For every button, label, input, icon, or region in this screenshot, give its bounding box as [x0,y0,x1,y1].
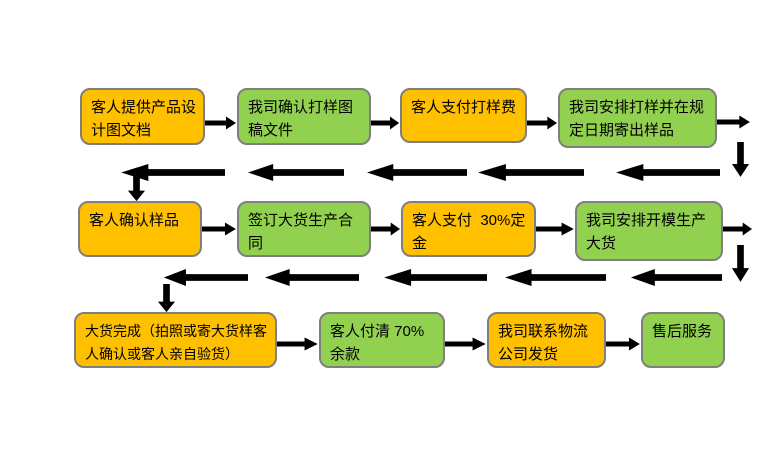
arrow-right-icon [371,222,401,236]
arrow-right-icon [527,116,558,130]
flow-step-pay-sample-fee: 客人支付打样费 [400,88,527,143]
arrow-down-icon [157,284,176,313]
flow-step-customer-design: 客人提供产品设计图文档 [80,88,205,145]
arrow-right-icon [606,337,640,351]
arrow-left-icon [505,268,606,287]
arrow-down-icon [731,142,750,177]
arrow-down-icon [127,173,146,202]
flow-step-goods-done-inspection: 大货完成（拍照或寄大货样客人确认或客人亲自验货） [74,312,277,368]
arrow-left-icon [616,163,720,182]
flow-step-confirm-sample-draft: 我司确认打样图稿文件 [237,88,371,145]
arrow-right-icon [202,222,236,236]
arrow-right-icon [723,222,753,236]
flow-step-make-and-ship-sample: 我司安排打样并在规定日期寄出样品 [558,88,717,148]
arrow-right-icon [445,337,486,351]
arrow-left-icon [247,163,344,182]
flow-step-logistics-shipping: 我司联系物流公司发货 [487,312,606,368]
arrow-right-icon [205,116,236,130]
arrow-right-icon [371,116,400,130]
arrow-left-icon [478,163,584,182]
arrow-right-icon [717,115,750,129]
arrow-left-icon [630,268,722,287]
arrow-left-icon [264,268,359,287]
arrow-left-icon [367,163,467,182]
arrow-right-icon [277,337,318,351]
flow-step-sign-contract: 签订大货生产合同 [237,201,371,257]
flow-step-confirm-sample: 客人确认样品 [78,201,202,257]
arrow-right-icon [536,222,574,236]
flow-step-pay-deposit: 客人支付 30%定金 [401,201,536,257]
flow-step-pay-balance: 客人付清 70%余款 [319,312,445,368]
arrow-left-icon [384,268,487,287]
arrow-down-icon [731,245,750,282]
flow-step-after-sales: 售后服务 [641,312,725,368]
flow-step-mass-production: 我司安排开模生产大货 [575,201,723,261]
